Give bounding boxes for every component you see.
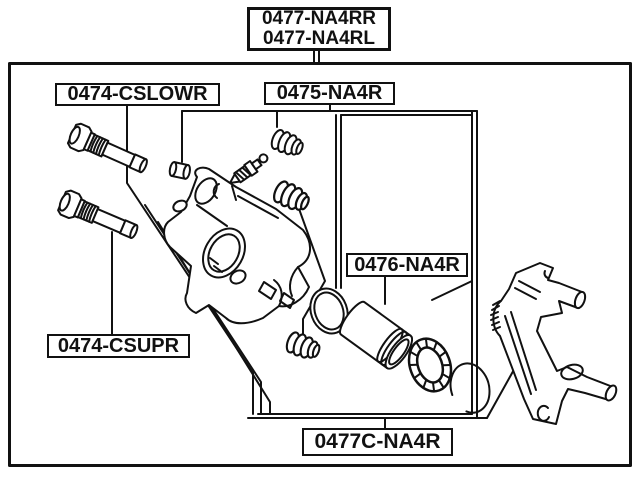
caliper-body-drawing xyxy=(163,166,311,325)
piston-seal-ring-drawing xyxy=(309,287,349,335)
label-assembly-line1: 0477-NA4RR xyxy=(261,8,377,29)
label-assembly: 0477-NA4RR 0477-NA4RL xyxy=(247,7,391,51)
label-upper-slide-pin-kit: 0474-CSUPR xyxy=(47,334,190,358)
label-caliper-bracket-kit: 0477C-NA4R xyxy=(302,428,453,456)
bleeder-screw-drawing xyxy=(229,153,269,184)
cap-drawing xyxy=(168,161,191,180)
label-caliper-repair-kit-text: 0475-NA4R xyxy=(276,82,383,104)
label-upper-slide-pin-kit-text: 0474-CSUPR xyxy=(57,334,180,357)
main-border xyxy=(8,62,632,467)
lower-boot-drawing xyxy=(283,329,324,364)
snap-ring-drawing xyxy=(449,362,491,414)
dust-boot-ring-drawing xyxy=(407,337,453,393)
upper-slide-pin-drawing xyxy=(54,187,143,246)
label-caliper-bracket-kit-text: 0477C-NA4R xyxy=(314,430,441,453)
label-piston-kit: 0476-NA4R xyxy=(346,253,468,277)
piston-drawing xyxy=(339,300,414,370)
caliper-bracket-drawing xyxy=(490,262,618,425)
small-boot-drawing xyxy=(268,126,307,160)
label-piston-kit-text: 0476-NA4R xyxy=(354,253,460,276)
label-assembly-line2: 0477-NA4RL xyxy=(263,28,375,49)
label-lower-slide-pin-kit: 0474-CSLOWR xyxy=(55,83,220,106)
label-caliper-repair-kit: 0475-NA4R xyxy=(264,82,395,105)
label-lower-slide-pin-kit-text: 0474-CSLOWR xyxy=(67,83,208,105)
lower-slide-pin-drawing xyxy=(64,120,152,180)
